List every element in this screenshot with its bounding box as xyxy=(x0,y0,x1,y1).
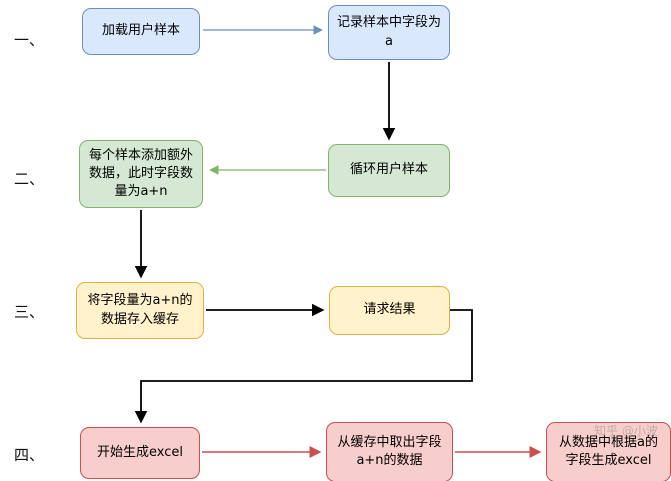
node-store-to-cache: 将字段量为a+n的数据存入缓存 xyxy=(76,282,204,339)
node-label: 开始生成excel xyxy=(97,444,183,460)
node-fetch-from-cache: 从缓存中取出字段a+n的数据 xyxy=(326,422,453,481)
node-add-extra-data: 每个样本添加额外数据，此时字段数量为a+n xyxy=(79,140,203,208)
arrow-request-to-generate xyxy=(134,309,473,424)
node-start-generate-excel: 开始生成excel xyxy=(80,427,200,479)
node-label: 将字段量为a+n的数据存入缓存 xyxy=(87,293,193,327)
node-request-result: 请求结果 xyxy=(329,286,450,335)
node-generate-excel-final: 从数据中根据a的字段生成excel xyxy=(546,422,671,481)
row-label-2: 二、 xyxy=(14,170,45,188)
node-label: 从缓存中取出字段a+n的数据 xyxy=(337,434,442,468)
node-label: 请求结果 xyxy=(363,302,416,318)
node-loop-user-samples: 循环用户样本 xyxy=(328,144,450,197)
node-load-user-samples: 加载用户样本 xyxy=(82,8,200,55)
node-label: 每个样本添加额外数据，此时字段数量为a+n xyxy=(88,147,193,200)
node-label: 记录样本中字段为a xyxy=(336,15,441,49)
node-label: 从数据中根据a的字段生成excel xyxy=(559,434,658,468)
node-label: 加载用户样本 xyxy=(101,23,180,39)
row-label-3: 三、 xyxy=(14,303,45,321)
node-record-sample-fields: 记录样本中字段为a xyxy=(328,5,450,60)
row-label-4: 四、 xyxy=(14,446,45,464)
row-label-1: 一、 xyxy=(14,31,45,49)
node-label: 循环用户样本 xyxy=(349,162,428,178)
